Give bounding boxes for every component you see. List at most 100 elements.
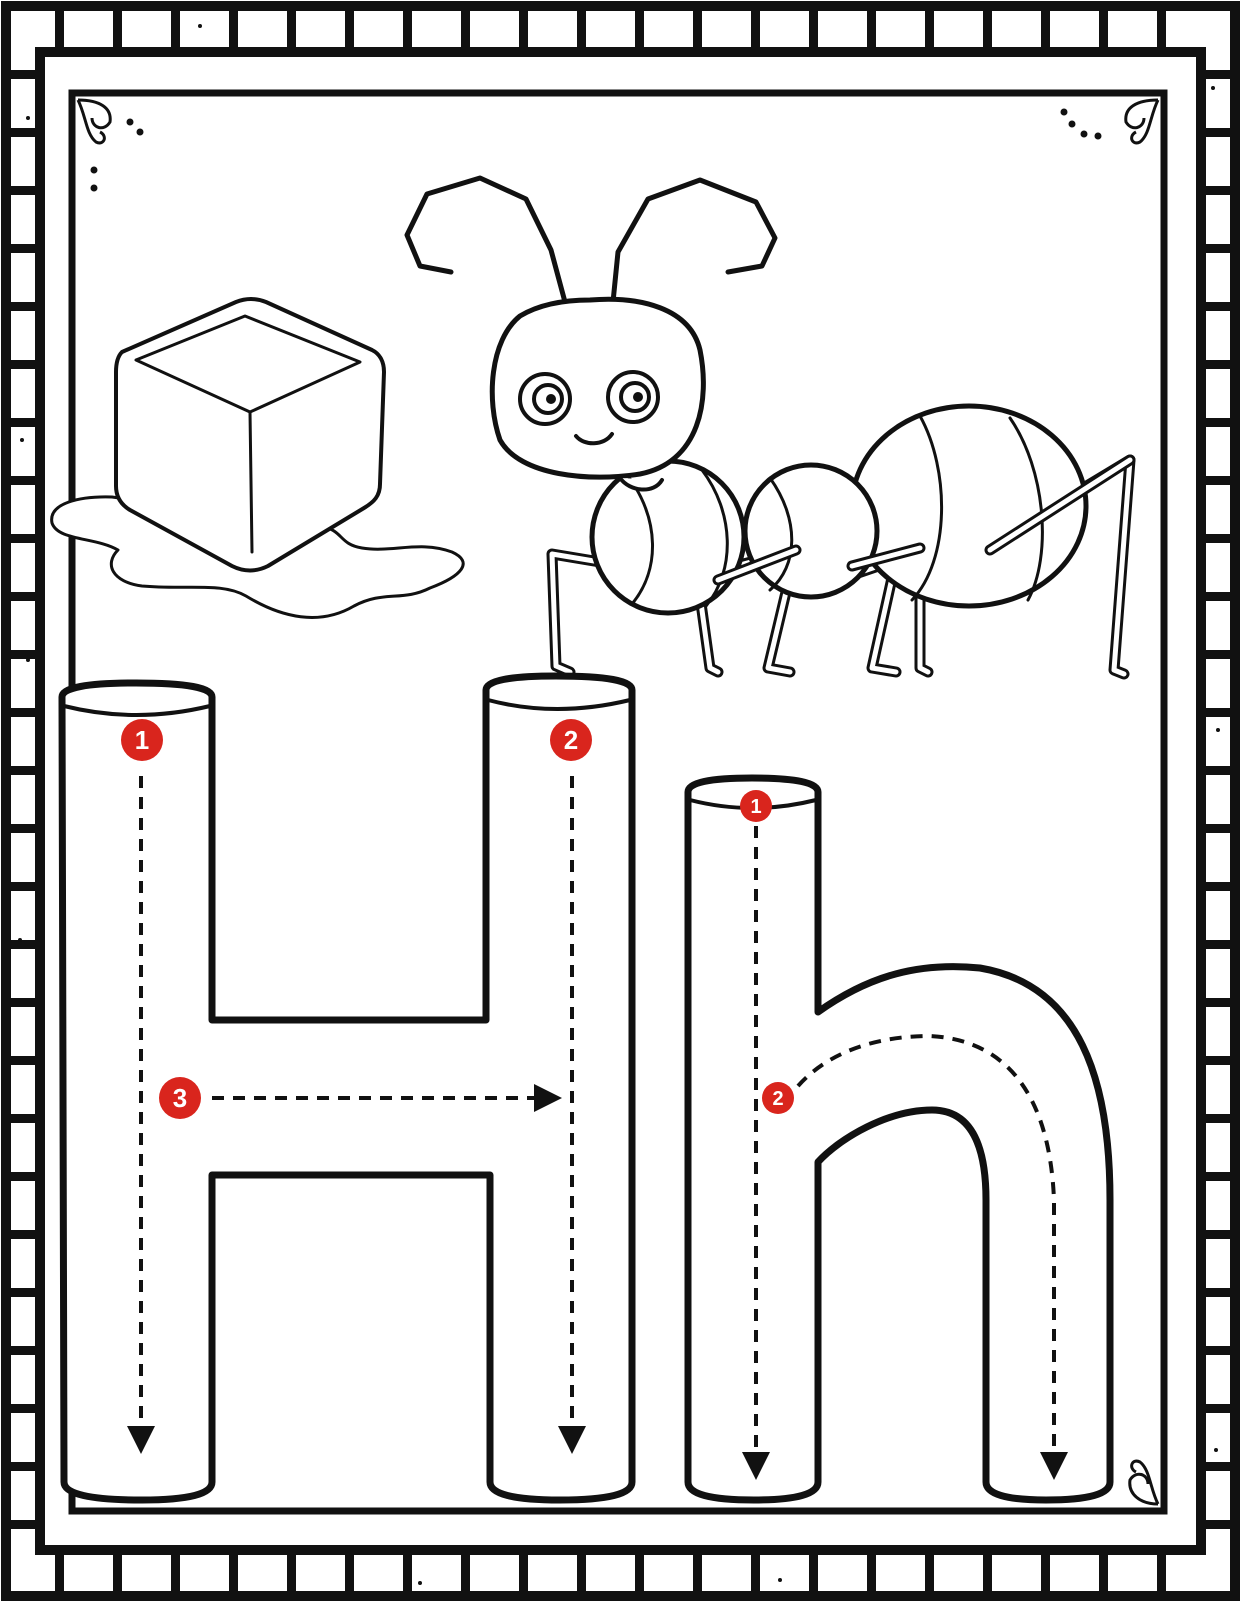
border-tick <box>1197 476 1233 485</box>
border-tick <box>1197 1288 1233 1297</box>
ant-right-eye <box>606 370 660 424</box>
border-tick <box>8 766 44 775</box>
border-tick <box>287 8 296 56</box>
border-tick <box>1197 534 1233 543</box>
border-tick <box>1197 1346 1233 1355</box>
uppercase-h-left-cap <box>63 704 211 717</box>
ant-chin <box>618 476 664 492</box>
border-tick <box>1197 244 1233 253</box>
border-tick <box>1197 1056 1233 1065</box>
step-number: 3 <box>173 1083 187 1113</box>
border-tick <box>171 8 180 56</box>
border-tick <box>577 8 586 56</box>
ant-thorax-stripe <box>768 476 794 592</box>
corner-flourish-top-right <box>1060 98 1160 145</box>
border-dots <box>18 24 1220 1585</box>
ant-left-antenna <box>404 175 568 305</box>
border-tick <box>113 1546 122 1594</box>
border-tick <box>1197 1462 1233 1471</box>
border-tick <box>1157 1546 1166 1594</box>
uppercase-step-3-badge: 3 <box>159 1077 201 1119</box>
border-tick <box>8 940 44 949</box>
lowercase-step-1-badge: 1 <box>740 790 772 822</box>
border-tick <box>519 1546 528 1594</box>
step-number: 2 <box>772 1088 783 1110</box>
border-tick <box>1197 418 1233 427</box>
border-tick <box>1197 650 1233 659</box>
step-number: 1 <box>750 796 761 818</box>
border-tick <box>1197 1404 1233 1413</box>
border-tick <box>1197 360 1233 369</box>
border-tick <box>403 8 412 56</box>
uppercase-step-2-badge: 2 <box>550 719 592 761</box>
ice-cube-edge <box>248 410 254 554</box>
lowercase-step-2-badge: 2 <box>762 1082 794 1114</box>
border-tick <box>229 1546 238 1594</box>
border-tick <box>1041 1546 1050 1594</box>
ant-right-antenna <box>610 177 778 305</box>
border-tick <box>345 8 354 56</box>
border-tick <box>983 1546 992 1594</box>
border-tick <box>8 1172 44 1181</box>
border-tick <box>1197 186 1233 195</box>
border-tick <box>55 8 64 56</box>
border-tick <box>8 1230 44 1239</box>
border-tick <box>287 1546 296 1594</box>
border-tick <box>1157 8 1166 56</box>
border-tick <box>751 8 760 56</box>
ant-abdomen-stripe <box>910 414 944 602</box>
border-tick <box>8 186 44 195</box>
border-tick <box>8 824 44 833</box>
ant-thorax <box>742 462 880 600</box>
border-tick <box>693 1546 702 1594</box>
border-tick <box>635 1546 644 1594</box>
border-tick <box>8 534 44 543</box>
border-tick <box>1197 1172 1233 1181</box>
border-tick <box>8 882 44 891</box>
uppercase-letter-h-outline <box>58 672 636 1504</box>
step-number: 2 <box>564 725 578 755</box>
border-tick <box>8 70 44 79</box>
border-tick <box>751 1546 760 1594</box>
border-tick <box>809 8 818 56</box>
border-tick <box>8 128 44 137</box>
border-tick <box>925 1546 934 1594</box>
border-tick <box>8 650 44 659</box>
border-tick <box>1197 302 1233 311</box>
border-tick <box>8 708 44 717</box>
border-tick <box>1197 766 1233 775</box>
ice-cube-picture <box>50 297 465 619</box>
border-tick <box>1197 592 1233 601</box>
ant-picture <box>404 175 1136 680</box>
border-tick <box>1197 1520 1233 1529</box>
border-tick <box>8 302 44 311</box>
border-tick <box>8 1114 44 1123</box>
border-tick <box>229 8 238 56</box>
border-tick <box>1197 708 1233 717</box>
border-tick <box>171 1546 180 1594</box>
step-number: 1 <box>135 725 149 755</box>
ant-neck-segment <box>589 458 747 616</box>
lowercase-h-stroke-2-guide <box>796 1033 1068 1480</box>
corner-flourish-bottom-right <box>1128 1459 1160 1506</box>
border-tick <box>461 1546 470 1594</box>
border-tick <box>693 8 702 56</box>
border-tick <box>8 998 44 1007</box>
border-tick <box>1197 128 1233 137</box>
border-tick <box>113 8 122 56</box>
uppercase-step-1-badge: 1 <box>121 719 163 761</box>
border-tick <box>8 1404 44 1413</box>
border-tick <box>983 8 992 56</box>
border-tick <box>8 418 44 427</box>
border-tick <box>1041 8 1050 56</box>
border-tick <box>8 1288 44 1297</box>
border-tick <box>1099 8 1108 56</box>
border-tick <box>1099 1546 1108 1594</box>
ant-front-legs <box>712 454 1136 586</box>
corner-flourish-top-left <box>76 98 144 192</box>
border-tick <box>403 1546 412 1594</box>
border-tick <box>867 8 876 56</box>
border-tick <box>577 1546 586 1594</box>
border-tick <box>8 1056 44 1065</box>
